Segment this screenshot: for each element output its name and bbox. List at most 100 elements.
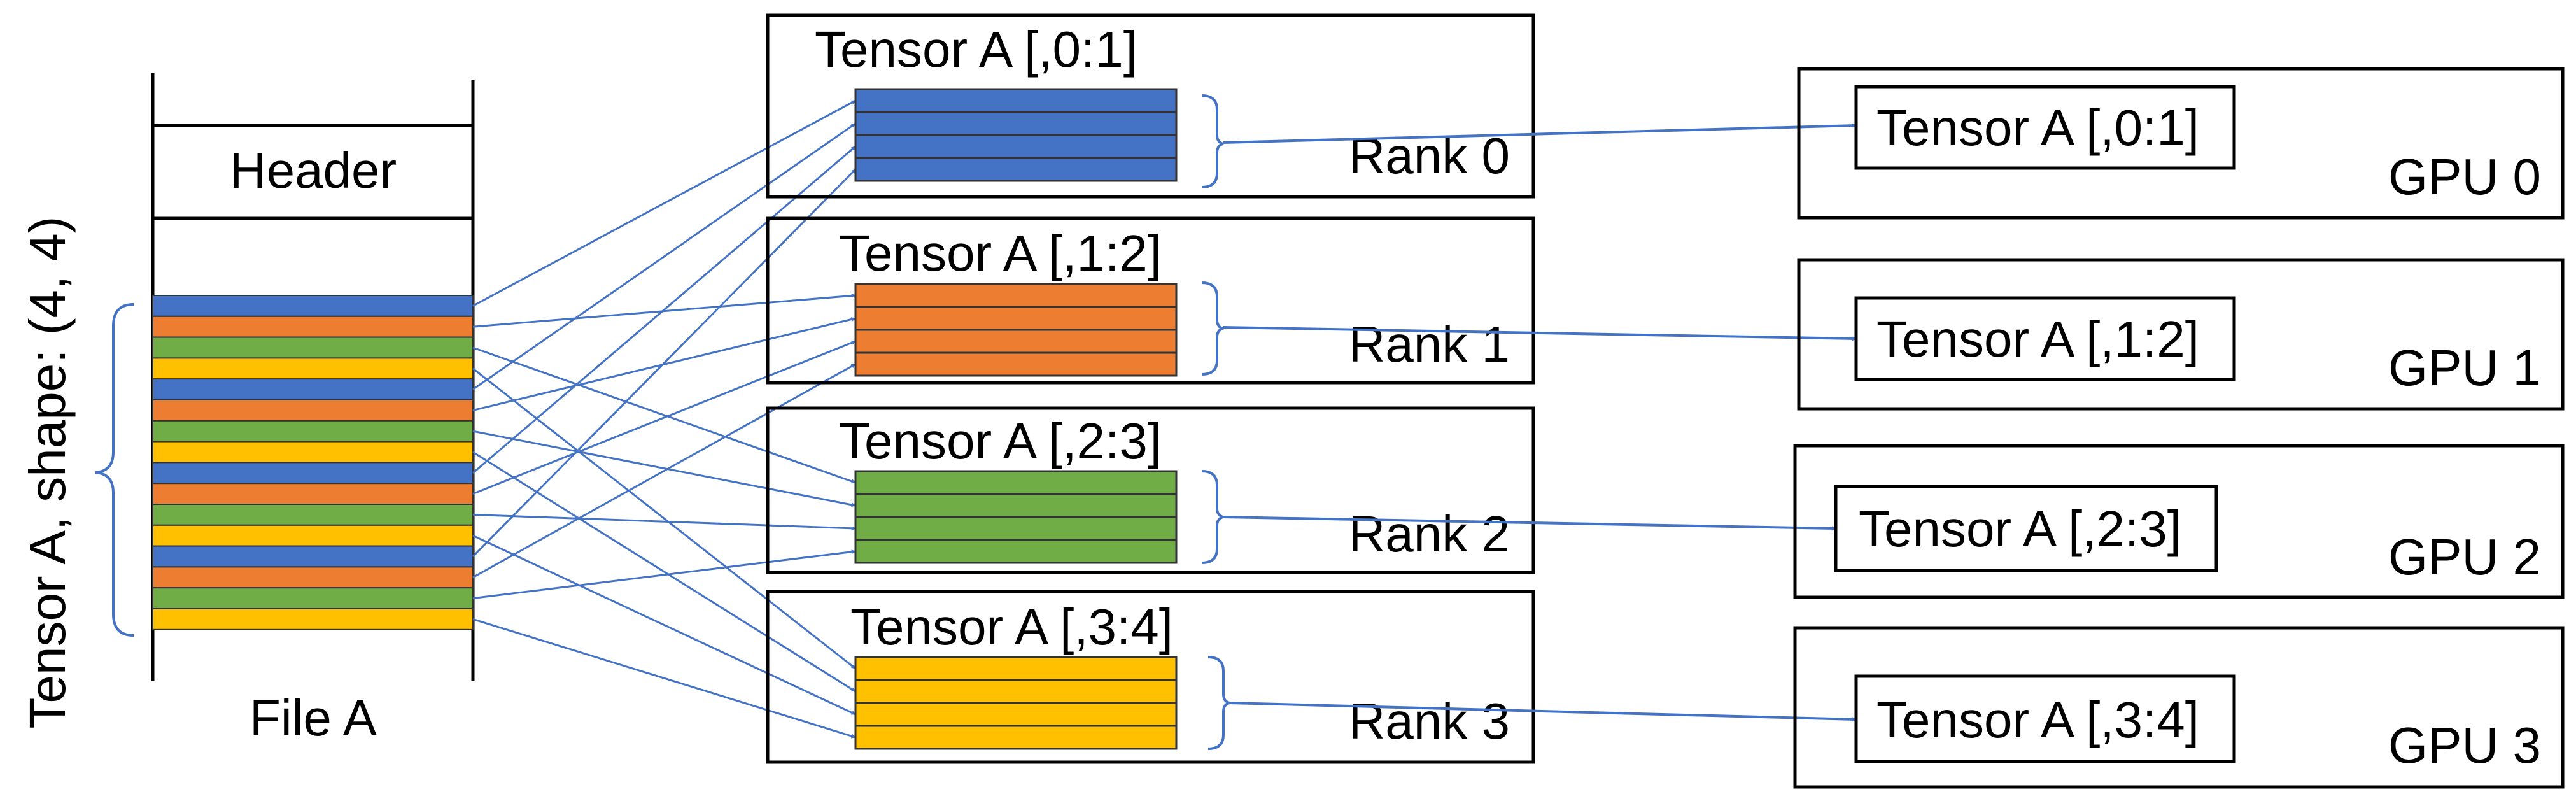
stripe-to-rank-2-arrow — [472, 513, 856, 531]
rank-2-row — [854, 539, 1178, 564]
stripe-to-rank-0-arrow — [472, 145, 856, 474]
rank-3-row — [854, 656, 1178, 681]
stripe-to-rank-1-arrow — [472, 363, 856, 579]
rank-3-row — [854, 679, 1178, 704]
rank-2-row — [854, 516, 1178, 541]
stripe-to-rank-2-arrow — [472, 549, 856, 600]
rank-3-frame — [766, 590, 1535, 764]
header-label: Header — [230, 142, 397, 199]
gpu-2-tensor-frame — [1834, 485, 2218, 572]
rank-1-box: Tensor A [,1:2] Rank 1 — [766, 216, 1535, 385]
stripe-to-rank-0-arrow — [472, 122, 856, 390]
rank-2-to-gpu-2-arrow — [1223, 516, 1836, 531]
rank-2-box: Tensor A [,2:3] Rank 2 — [766, 406, 1535, 574]
file-tensor-stripes — [152, 295, 474, 630]
rank-2-row — [854, 470, 1178, 495]
rank-0-rows — [854, 88, 1178, 182]
stripe-to-rank-2-arrow — [472, 430, 856, 507]
stripe-to-rank-2-arrow — [472, 346, 856, 484]
file-stripe-orange — [152, 566, 474, 589]
gpu-3-box: Tensor A [,3:4] GPU 3 — [1793, 626, 2565, 789]
file-stripe-green — [152, 504, 474, 526]
rank-0-brace — [1201, 94, 1224, 188]
rank-3-label: Rank 3 — [1349, 693, 1510, 749]
gpu-0-tensor-frame — [1854, 85, 2236, 170]
file-stripe-yellow — [152, 357, 474, 380]
stripe-to-rank-0-arrow — [472, 99, 856, 307]
file-stripe-orange — [152, 399, 474, 422]
gpu-2-frame — [1793, 444, 2565, 599]
gpu-3-tensor-label: Tensor A [,3:4] — [1876, 691, 2199, 748]
tensor-shape-label: Tensor A, shape: (4, 4) — [19, 216, 76, 729]
gpu-3-frame — [1793, 626, 2565, 789]
gpu-0-label: GPU 0 — [2388, 148, 2541, 205]
gpu-3-label: GPU 3 — [2388, 717, 2541, 774]
gpu-2-tensor-label: Tensor A [,2:3] — [1859, 500, 2181, 557]
file-stripe-green — [152, 336, 474, 359]
gpu-3-tensor-frame — [1854, 674, 2236, 763]
file-stripe-blue — [152, 462, 474, 485]
rank-0-box: Tensor A [,0:1] Rank 0 — [766, 13, 1535, 199]
rank-1-to-gpu-1-arrow — [1223, 326, 1857, 341]
gpu-1-box: Tensor A [,1:2] GPU 1 — [1797, 258, 2565, 411]
stripe-to-rank-0-arrow — [472, 168, 857, 558]
rank-1-rows — [854, 283, 1178, 377]
rank-1-row — [854, 283, 1178, 308]
gpu-1-frame — [1797, 258, 2565, 411]
stripe-to-rank-3-arrow — [472, 367, 856, 670]
rank-0-row — [854, 157, 1178, 182]
file-stripe-blue — [152, 295, 474, 317]
rank-2-label: Rank 2 — [1349, 506, 1510, 562]
file-label: File A — [250, 690, 377, 746]
rank-0-row — [854, 88, 1178, 113]
rank-3-row — [854, 725, 1178, 750]
rank-0-title: Tensor A [,0:1] — [815, 21, 1137, 78]
gpu-0-tensor-label: Tensor A [,0:1] — [1876, 99, 2199, 156]
rank-1-brace — [1201, 281, 1224, 376]
gpu-0-box: Tensor A [,0:1] GPU 0 — [1797, 67, 2565, 220]
rank-1-label: Rank 1 — [1349, 316, 1510, 372]
rank-0-to-gpu-0-arrow — [1223, 123, 1857, 144]
stripe-to-rank-1-arrow — [472, 340, 856, 495]
file-a: Header File A Tensor A, shape: (4, 4) — [19, 73, 475, 746]
file-stripe-yellow — [152, 441, 474, 464]
rank-1-frame — [766, 216, 1535, 385]
rank-1-row — [854, 306, 1178, 331]
rank-2-rows — [854, 470, 1178, 564]
rank-1-row — [854, 329, 1178, 354]
rank-1-row — [854, 351, 1178, 377]
rank-3-rows — [854, 656, 1178, 750]
distribution-arrows — [472, 99, 857, 739]
file-stripe-green — [152, 420, 474, 443]
rank-1-title: Tensor A [,1:2] — [839, 225, 1162, 281]
gpu-0-frame — [1797, 67, 2565, 220]
file-stripe-yellow — [152, 524, 474, 547]
rank-3-title: Tensor A [,3:4] — [850, 599, 1173, 655]
stripe-to-rank-3-arrow — [472, 618, 856, 739]
rank-3-row — [854, 702, 1178, 727]
rank-3-box: Tensor A [,3:4] Rank 3 — [766, 590, 1535, 764]
tensor-brace — [95, 303, 134, 637]
rank-2-frame — [766, 406, 1535, 574]
rank-to-gpu-arrows — [1223, 123, 1857, 722]
file-stripe-blue — [152, 545, 474, 568]
rank-0-row — [854, 111, 1178, 136]
stripe-to-rank-1-arrow — [472, 317, 856, 411]
file-stripe-blue — [152, 378, 474, 401]
gpu-2-label: GPU 2 — [2388, 528, 2541, 585]
rank-3-to-gpu-3-arrow — [1229, 702, 1857, 722]
stripe-to-rank-3-arrow — [472, 534, 856, 716]
file-stripe-green — [152, 587, 474, 610]
stripe-to-rank-1-arrow — [472, 294, 856, 328]
rank-3-brace — [1207, 656, 1230, 750]
rank-0-frame — [766, 13, 1535, 199]
file-stripe-orange — [152, 483, 474, 506]
file-stripe-orange — [152, 315, 474, 338]
rank-2-title: Tensor A [,2:3] — [839, 413, 1162, 469]
rank-2-row — [854, 493, 1178, 518]
rank-2-brace — [1201, 470, 1224, 564]
gpu-1-tensor-frame — [1854, 296, 2236, 381]
file-stripe-yellow — [152, 608, 474, 630]
gpu-1-tensor-label: Tensor A [,1:2] — [1876, 311, 2199, 367]
